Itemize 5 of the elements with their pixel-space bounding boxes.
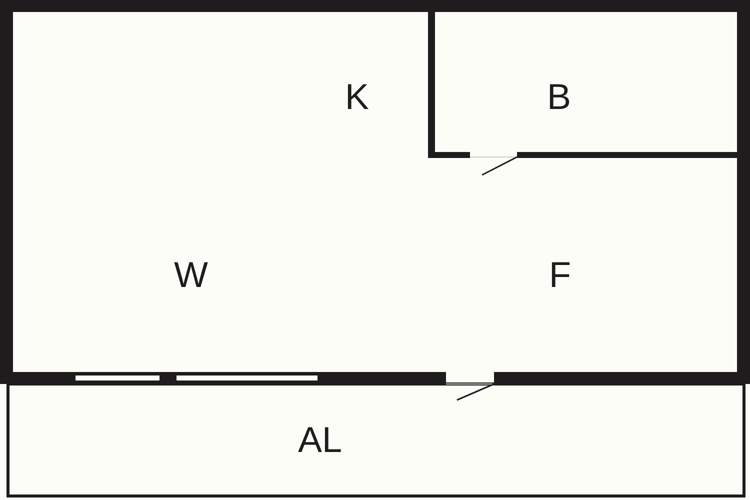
- room-label: K: [345, 79, 369, 115]
- room-label: AL: [298, 422, 342, 458]
- room-label: W: [174, 257, 208, 293]
- room-label: B: [547, 79, 571, 115]
- room-label: F: [549, 257, 571, 293]
